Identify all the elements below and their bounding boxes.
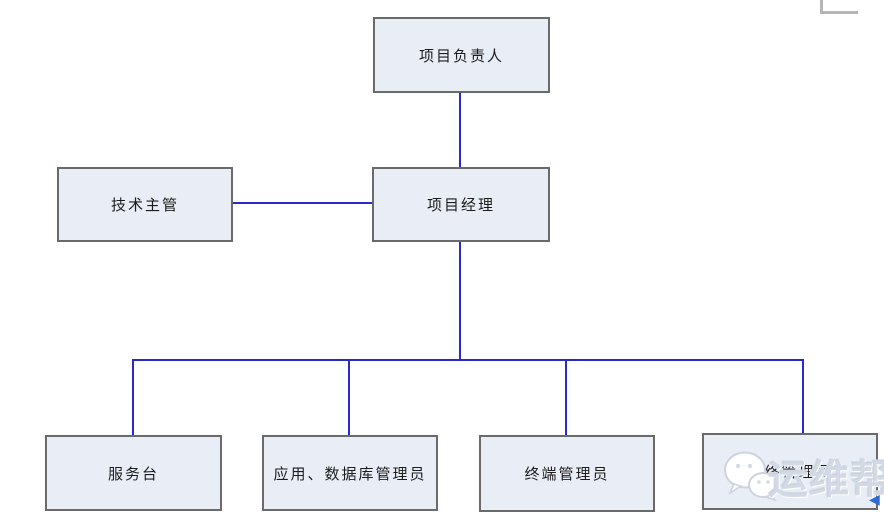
connector-manager-to-bus: [459, 241, 461, 360]
connector-tech-to-manager: [233, 202, 372, 204]
node-terminal-admin: 终端管理员: [479, 435, 655, 512]
node-app-db-admin: 应用、数据库管理员: [262, 435, 438, 511]
connector-bus: [132, 359, 804, 361]
connector-leader-to-manager: [459, 93, 461, 167]
node-terminal-admin-label: 终端管理员: [524, 467, 610, 483]
page-corner-mark-vertical: [820, 0, 823, 14]
page-corner-mark-horizontal: [820, 11, 858, 14]
node-network-admin: 网络管理员 运维帮: [702, 433, 884, 510]
node-service-desk: 服务台: [45, 435, 222, 511]
node-project-manager-label: 项目经理: [426, 198, 495, 214]
connector-bus-to-terminal-admin: [565, 359, 567, 435]
node-service-desk-label: 服务台: [107, 466, 159, 483]
connector-bus-to-network-admin: [802, 359, 804, 433]
cursor-arrow-icon: ◀: [869, 492, 880, 508]
connector-bus-to-app-db-admin: [348, 359, 350, 435]
node-project-manager: 项目经理: [372, 167, 550, 242]
node-tech-supervisor-label: 技术主管: [110, 198, 179, 214]
node-project-leader: 项目负责人: [373, 17, 550, 93]
connector-bus-to-service-desk: [132, 359, 134, 435]
node-tech-supervisor: 技术主管: [57, 167, 233, 242]
node-app-db-admin-label: 应用、数据库管理员: [273, 466, 427, 483]
node-project-leader-label: 项目负责人: [418, 48, 504, 65]
node-network-admin-label: 网络管理员: [747, 465, 833, 481]
